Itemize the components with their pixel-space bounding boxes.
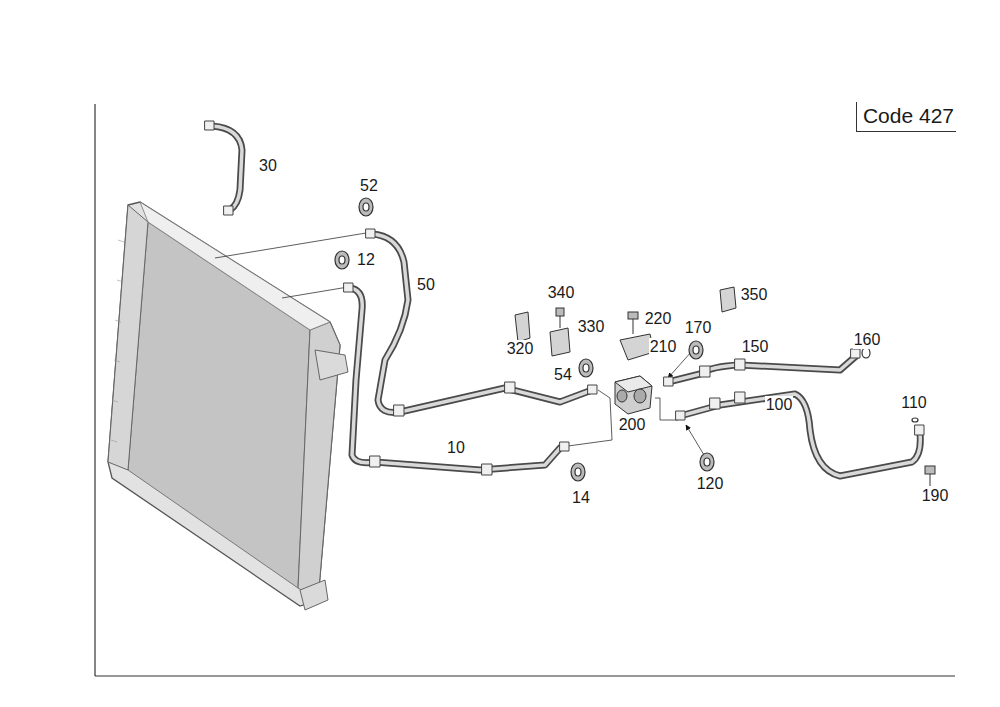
callout-number: 52 xyxy=(359,177,379,195)
callout-number: 320 xyxy=(506,340,535,358)
callout-number: 110 xyxy=(900,394,928,412)
callout-number: 14 xyxy=(571,489,591,507)
clips-and-bolts xyxy=(515,287,935,486)
hoses xyxy=(205,121,924,476)
callout-number: 50 xyxy=(416,276,436,294)
callout-number: 340 xyxy=(547,284,576,302)
callout-number: 54 xyxy=(553,366,573,384)
seal-rings xyxy=(335,198,918,481)
callout-number: 170 xyxy=(684,319,713,337)
callout-number: 150 xyxy=(741,338,770,356)
callout-number: 350 xyxy=(740,286,769,304)
callout-number: 100 xyxy=(765,396,794,414)
code-box: Code 427 xyxy=(856,102,956,132)
callout-number: 12 xyxy=(356,251,376,269)
callout-number: 120 xyxy=(696,475,725,493)
page-frame xyxy=(95,104,955,676)
callout-number: 10 xyxy=(446,439,466,457)
callout-number: 210 xyxy=(649,338,678,356)
callout-number: 160 xyxy=(853,331,882,349)
connector-block xyxy=(615,376,652,414)
radiator xyxy=(108,202,348,610)
leader-lines xyxy=(215,233,704,455)
code-label: Code 427 xyxy=(863,104,954,128)
callout-number: 220 xyxy=(644,310,673,328)
callout-number: 30 xyxy=(258,157,278,175)
callout-number: 190 xyxy=(921,487,950,505)
callout-number: 330 xyxy=(577,318,606,336)
callout-number: 200 xyxy=(618,416,647,434)
